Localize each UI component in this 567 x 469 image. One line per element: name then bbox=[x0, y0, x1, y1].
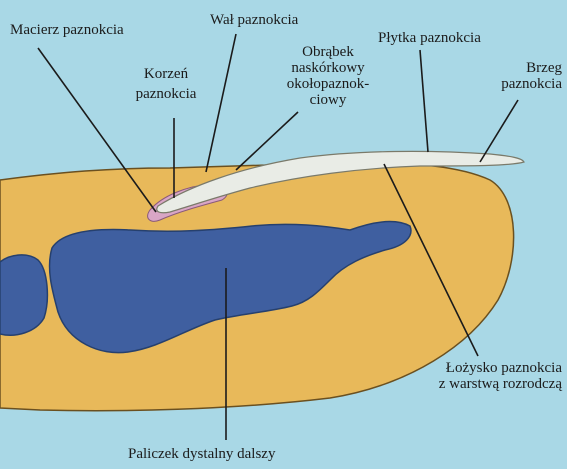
label-nail-root: Korzeń paznokcia bbox=[118, 66, 214, 102]
label-cuticle-line4: ciowy bbox=[280, 92, 376, 108]
leader-nail-fold bbox=[206, 34, 236, 172]
label-nail-bed: Łożysko paznokcia z warstwą rozrodczą bbox=[366, 360, 562, 392]
label-nail-matrix: Macierz paznokcia bbox=[10, 22, 124, 38]
label-cuticle-line2: naskórkowy bbox=[280, 60, 376, 76]
label-nail-bed-line1: Łożysko paznokcia bbox=[366, 360, 562, 376]
label-nail-root-line2: paznokcia bbox=[118, 86, 214, 102]
label-nail-edge-line2: paznokcia bbox=[476, 76, 562, 92]
label-nail-root-line1: Korzeń bbox=[118, 66, 214, 82]
label-cuticle-line3: okołopaznok- bbox=[280, 76, 376, 92]
leader-nail-edge bbox=[480, 100, 518, 162]
leader-nail-plate bbox=[420, 50, 428, 152]
label-cuticle-line1: Obrąbek bbox=[280, 44, 376, 60]
label-nail-bed-line2: z warstwą rozrodczą bbox=[366, 376, 562, 392]
label-cuticle: Obrąbek naskórkowy okołopaznok- ciowy bbox=[280, 44, 376, 108]
label-distal-phalanx: Paliczek dystalny dalszy bbox=[128, 446, 275, 462]
label-nail-fold: Wał paznokcia bbox=[210, 12, 298, 28]
middle-phalanx-bone bbox=[0, 255, 47, 335]
label-nail-edge-line1: Brzeg bbox=[476, 60, 562, 76]
label-nail-edge: Brzeg paznokcia bbox=[476, 60, 562, 92]
label-nail-plate: Płytka paznokcia bbox=[378, 30, 481, 46]
